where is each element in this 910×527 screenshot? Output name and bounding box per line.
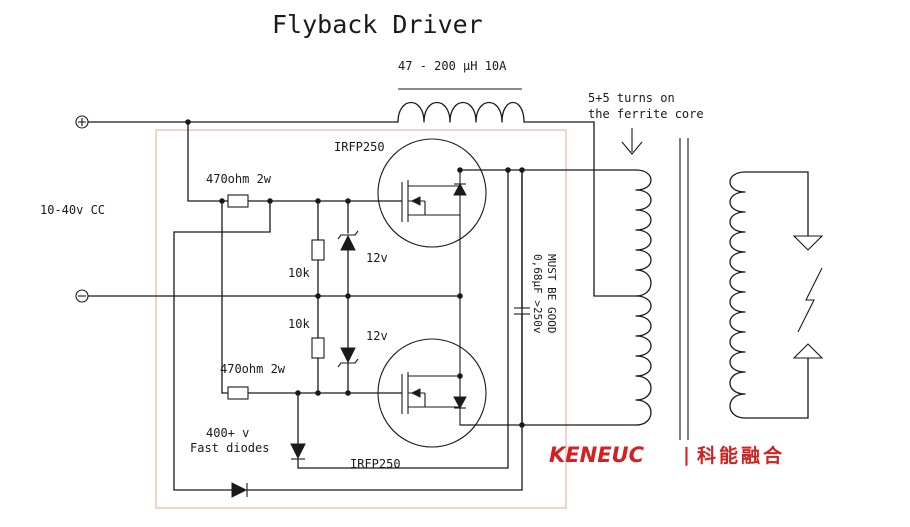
minus-terminal [75,289,89,303]
brand-logo-latin: KENEUC [549,443,645,467]
inductor-coil [397,102,525,123]
junction-dot [315,390,321,396]
resistor-470-top [227,194,249,208]
inductor-label: 47 - 200 µH 10A [398,59,507,73]
spark-electrode-bottom [792,343,824,359]
brand-logo-chinese: 科能融合 [697,444,785,467]
supply-label: 10-40v CC [40,203,105,217]
board-outline [155,129,567,509]
plus-terminal [75,115,89,129]
resistor-470-bottom [227,386,249,400]
mosfet-top-label: IRFP250 [334,140,385,154]
mosfet-top [377,138,487,296]
resistor-470-bottom-label: 470ohm 2w [220,362,286,376]
fast-diode-vertical [290,443,306,460]
fast-diode-bottom [231,482,248,498]
junction-dot [185,119,191,125]
capacitor-label-line1: 0,68µF >250v [531,254,544,334]
arrow-down-icon [621,128,643,155]
diodes-label-line1: 400+ v [206,426,249,440]
junction-dot [315,293,321,299]
resistor-10k-top [311,239,325,261]
junction-dot [345,293,351,299]
turns-label-line2: the ferrite core [588,107,704,121]
secondary-winding [729,171,746,419]
resistor-470-top-label: 470ohm 2w [206,172,272,186]
resistor-10k-bottom [311,337,325,359]
zener-bottom-label: 12v [366,329,388,343]
diodes-label-line2: Fast diodes [190,441,269,455]
primary-winding [635,169,652,426]
junction-dot [519,422,525,428]
diagram-title: Flyback Driver [272,10,483,39]
spark-bolt-icon [797,267,823,333]
junction-dot [505,167,511,173]
turns-label-line1: 5+5 turns on [588,91,675,105]
mosfet-bottom [377,296,487,448]
zener-top [337,230,359,251]
zener-top-label: 12v [366,251,388,265]
capacitor-label-line2: MUST BE GOOD [545,254,558,333]
r10k-bottom-label: 10k [288,317,310,331]
spark-electrode-top [792,235,824,251]
brand-logo-separator: | [683,444,690,466]
mosfet-bottom-label: IRFP250 [350,457,401,471]
brand-logo: KENEUC | 科能融合 [549,443,785,467]
junction-dot [457,373,463,379]
r10k-top-label: 10k [288,266,310,280]
junction-dot [345,390,351,396]
